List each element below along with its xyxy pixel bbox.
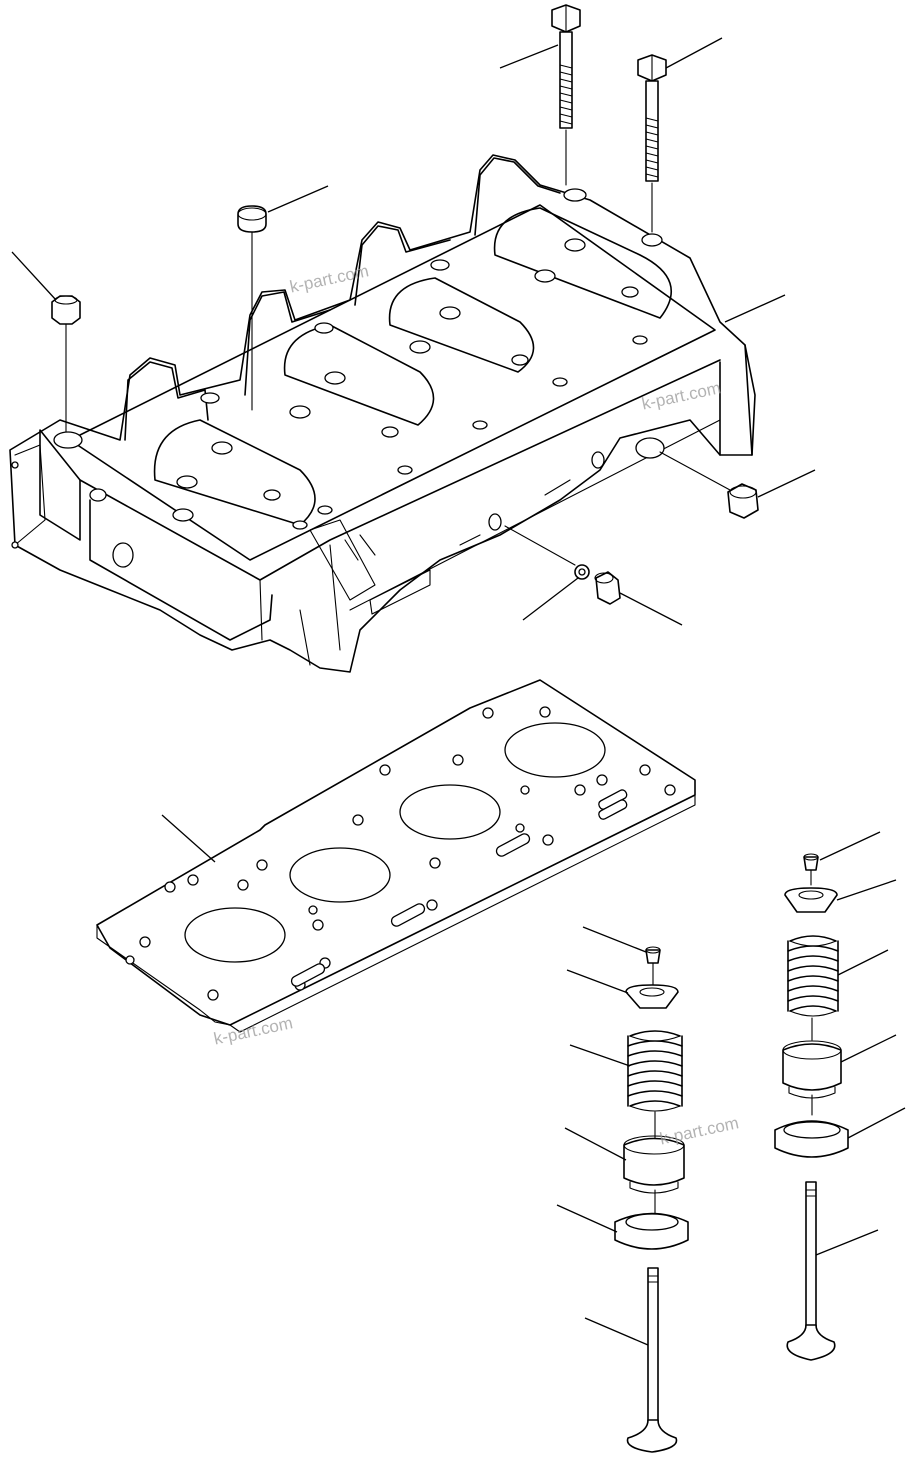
head-bosses xyxy=(172,188,663,530)
cap-plug-top xyxy=(237,205,267,411)
valve xyxy=(786,1181,836,1361)
gasket-small-holes xyxy=(125,706,676,1001)
valve-spring-seat xyxy=(774,1120,849,1158)
valve-spring xyxy=(787,935,839,1017)
valve xyxy=(626,1267,678,1453)
washer-front xyxy=(574,564,590,580)
valve-stack-right xyxy=(774,853,849,1361)
head-gasket xyxy=(96,679,696,1033)
cap-plug-left xyxy=(51,295,81,433)
valve-retainer xyxy=(625,984,679,1009)
valve-retainer xyxy=(784,887,838,913)
plug-right xyxy=(659,451,759,519)
head-bolt-long xyxy=(551,4,581,186)
valve-stem-seal xyxy=(623,1135,685,1194)
cylinder-head xyxy=(9,154,756,673)
valve-spring xyxy=(627,1030,683,1112)
valve-spring-seat xyxy=(614,1212,689,1250)
plug-front xyxy=(504,525,621,605)
leader-lines xyxy=(11,37,906,1346)
valve-keeper xyxy=(645,946,661,964)
valve-stem-seal xyxy=(782,1040,842,1099)
valve-keeper xyxy=(803,853,819,871)
head-bolt-short xyxy=(637,54,667,233)
valve-stack-left xyxy=(614,946,689,1453)
